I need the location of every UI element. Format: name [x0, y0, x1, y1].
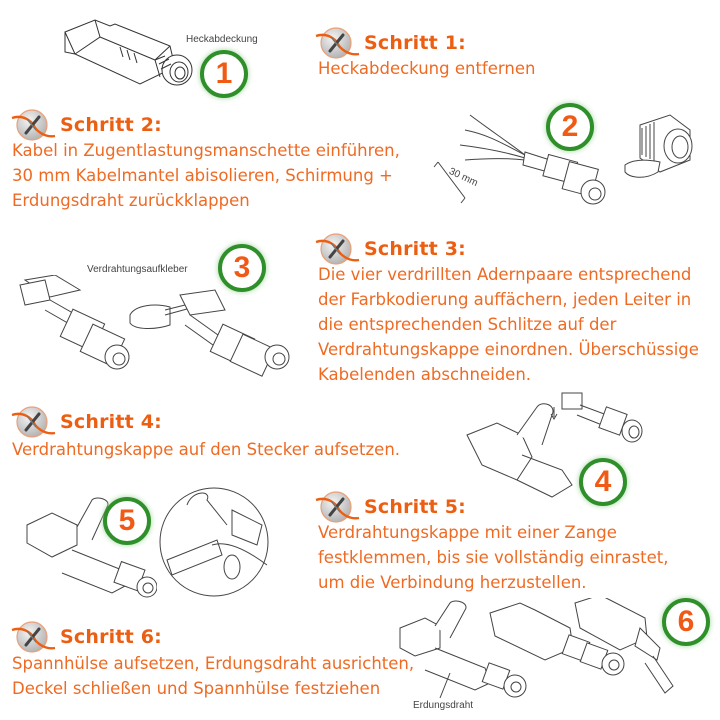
step-line: der Farbkodierung auffächern, jeden Leit… — [318, 290, 692, 309]
step-line: Spannhülse aufsetzen, Erdungsdraht ausri… — [12, 654, 415, 673]
step5-heading: Schritt 5: — [314, 490, 466, 524]
step6-heading: Schritt 6: — [10, 620, 162, 654]
step2-text: Kabel in Zugentlastungsmanschette einfüh… — [12, 138, 400, 213]
x-swoosh-logo-icon — [10, 620, 56, 654]
step-line: Verdrahtungskappe mit einer Zange — [318, 523, 617, 542]
step-badge-1: 1 — [200, 50, 248, 98]
callout-verdrahtungsaufkleber: Verdrahtungsaufkleber — [87, 264, 188, 275]
x-swoosh-logo-icon — [10, 108, 56, 142]
step-title: Schritt 4: — [60, 411, 162, 433]
step-line: 30 mm Kabelmantel abisolieren, Schirmung… — [12, 166, 393, 185]
step-line: Deckel schließen und Spannhülse festzieh… — [12, 679, 381, 698]
step-title: Schritt 3: — [364, 238, 466, 260]
x-swoosh-logo-icon — [314, 232, 360, 266]
x-swoosh-logo-icon — [314, 490, 360, 524]
step4-illustration-cap-placement — [462, 385, 652, 500]
step-line: Kabel in Zugentlastungsmanschette einfüh… — [12, 141, 400, 160]
step1-illustration-connector — [55, 12, 195, 87]
step5-illustration-pliers-detail — [157, 485, 272, 600]
step-line: Verdrahtungskappe auf den Stecker aufset… — [12, 440, 401, 459]
step2-heading: Schritt 2: — [10, 108, 162, 142]
step-line: Kabelenden abschneiden. — [318, 365, 532, 384]
step-badge-3: 3 — [218, 244, 266, 292]
step3-illustration-hand-insert — [125, 285, 300, 380]
step-title: Schritt 1: — [364, 32, 466, 54]
step-title: Schritt 6: — [60, 626, 162, 648]
step-badge-4: 4 — [579, 458, 627, 506]
step-badge-5: 5 — [103, 497, 151, 545]
step2-illustration-stripped-cable — [430, 110, 610, 215]
x-swoosh-logo-icon — [10, 405, 56, 439]
step6-illustration-assembly-sequence — [395, 598, 675, 708]
step-line: die entsprechenden Schlitze auf der — [318, 315, 617, 334]
step5-illustration-connector — [22, 495, 157, 600]
step1-text: Heckabdeckung entfernen — [318, 56, 535, 81]
step3-text: Die vier verdrillten Adernpaare entsprec… — [318, 262, 699, 387]
step3-illustration-wiring-cap — [15, 275, 135, 375]
step6-text: Spannhülse aufsetzen, Erdungsdraht ausri… — [12, 651, 414, 701]
x-swoosh-logo-icon — [314, 26, 360, 60]
step3-heading: Schritt 3: — [314, 232, 466, 266]
step-badge-2: 2 — [546, 103, 594, 151]
step-line: um die Verbindung herzustellen. — [318, 573, 587, 592]
step-line: Die vier verdrillten Adernpaare entsprec… — [318, 265, 692, 284]
step-title: Schritt 5: — [364, 496, 466, 518]
step4-heading: Schritt 4: — [10, 405, 162, 439]
step5-text: Verdrahtungskappe mit einer Zange festkl… — [318, 520, 669, 595]
callout-erdungsdraht: Erdungsdraht — [413, 700, 474, 711]
callout-heckabdeckung: Heckabdeckung — [186, 34, 258, 45]
step-line: Erdungsdraht zurückklappen — [12, 191, 250, 210]
step-badge-6: 6 — [662, 598, 710, 646]
step-line: Verdrahtungskappe einordnen. Überschüssi… — [318, 340, 699, 359]
step-line: festklemmen, bis sie vollständig einrast… — [318, 548, 669, 567]
step-line: Heckabdeckung entfernen — [318, 59, 536, 78]
step-title: Schritt 2: — [60, 114, 162, 136]
step1-heading: Schritt 1: — [314, 26, 466, 60]
step4-text: Verdrahtungskappe auf den Stecker aufset… — [12, 437, 400, 462]
step2-illustration-rear-cap — [620, 110, 700, 185]
